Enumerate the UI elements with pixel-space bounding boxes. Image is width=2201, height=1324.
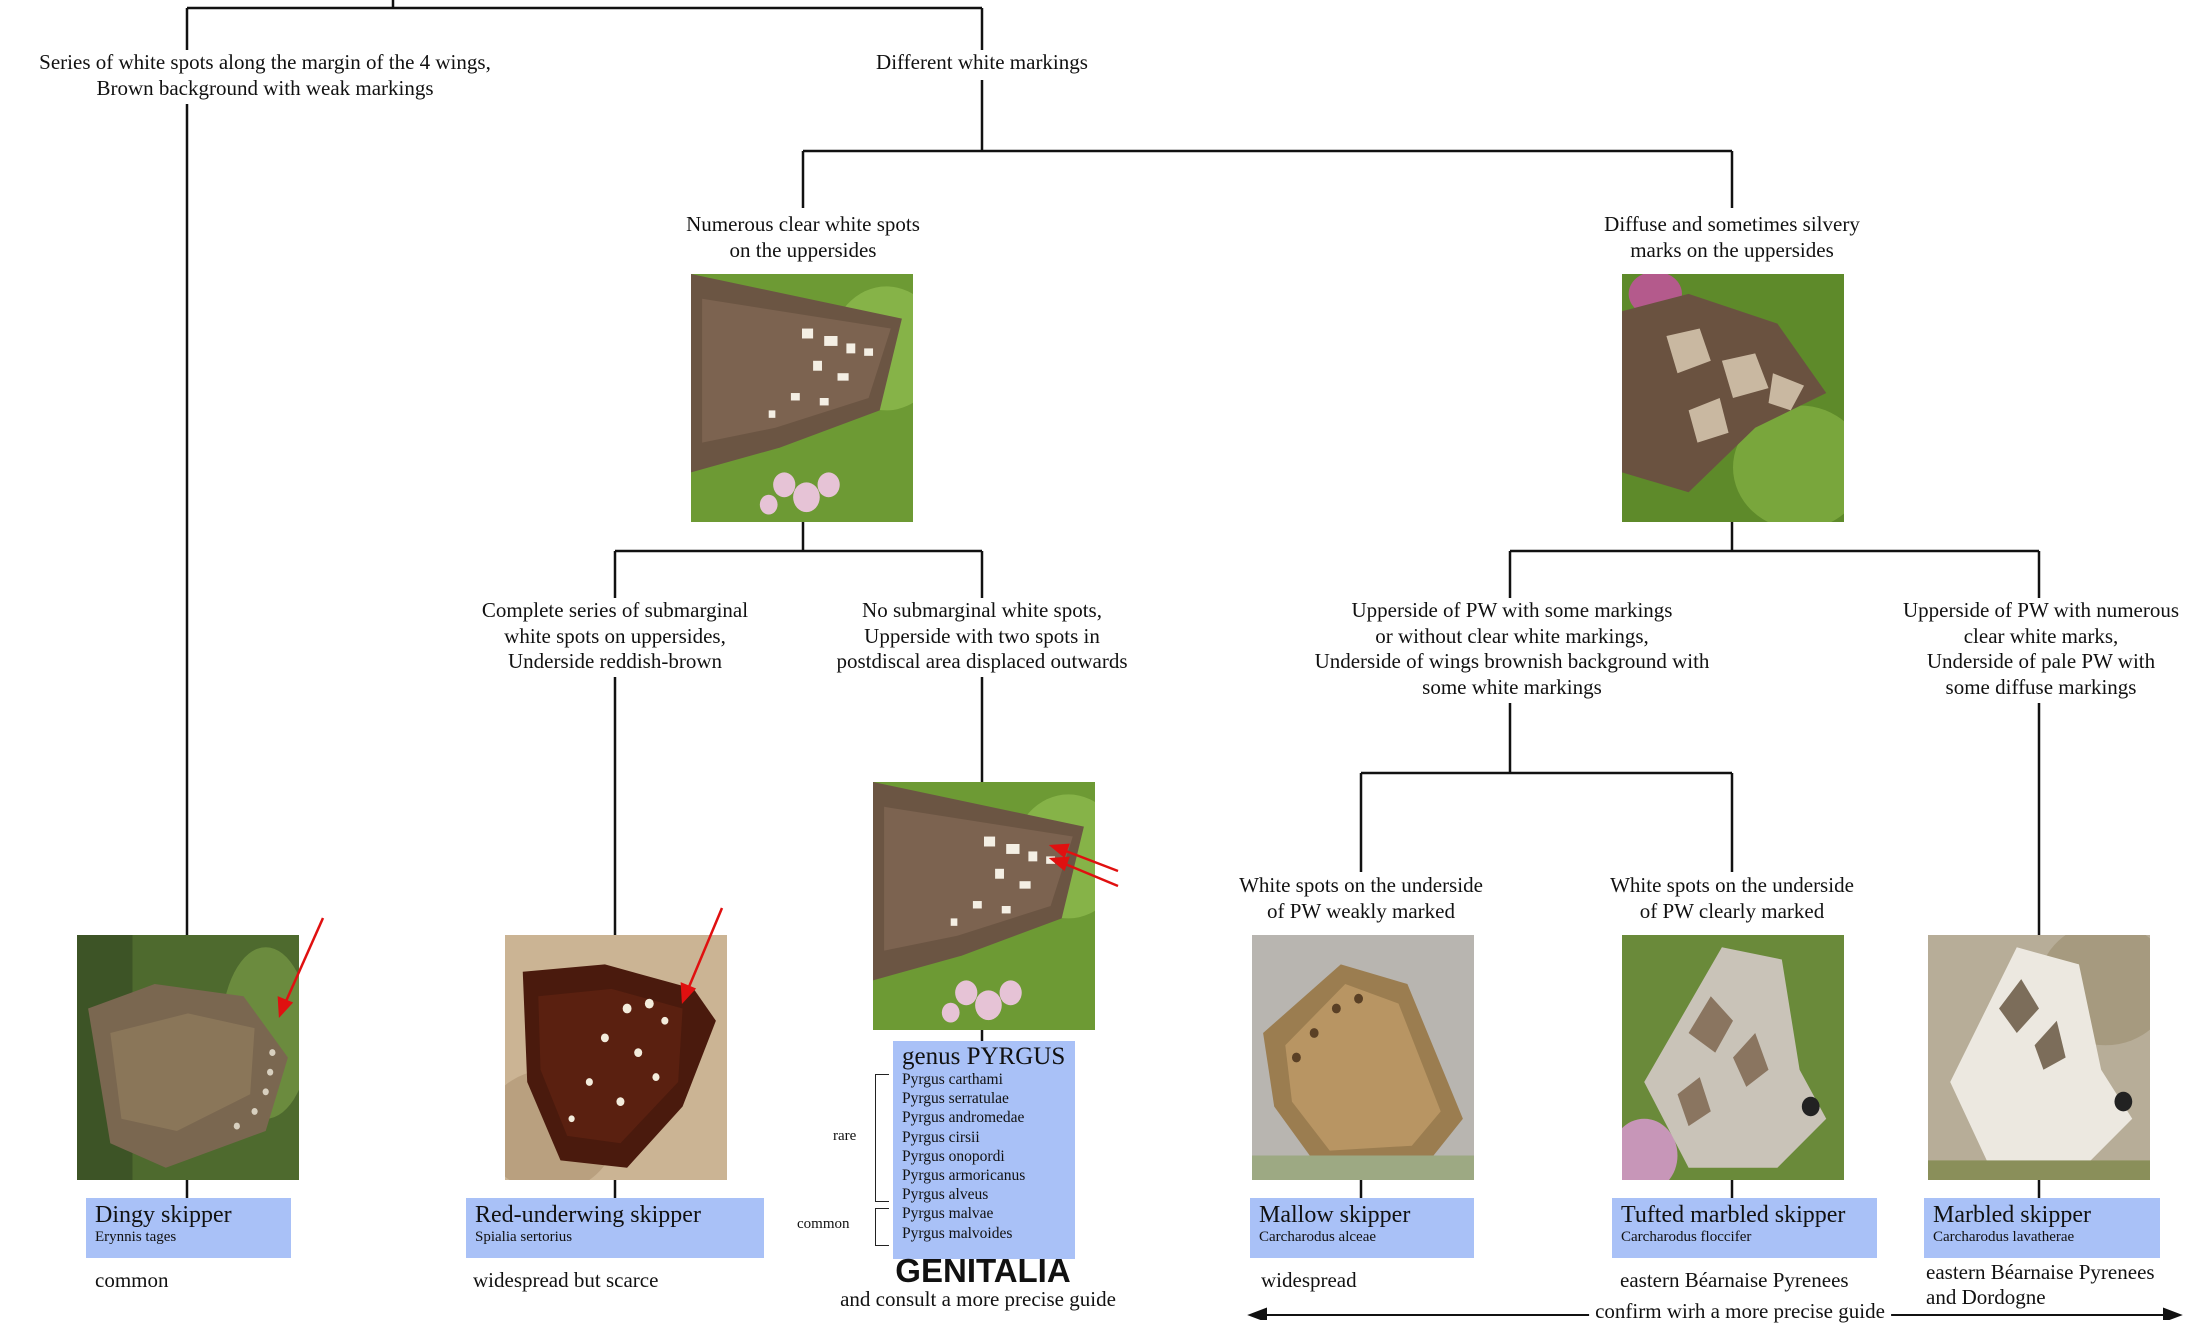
common-label: common — [797, 1216, 850, 1232]
photo-marbled-skipper — [1928, 935, 2150, 1180]
red-underwing-arrow — [684, 907, 724, 995]
common-bracket — [875, 1208, 889, 1246]
status-marbled-skipper: eastern Béarnaise Pyrenees and Dordogne — [1926, 1260, 2155, 1309]
rare-label: rare — [833, 1128, 857, 1144]
species-tufted-marbled-skipper: Tufted marbled skipper Carcharodus flocc… — [1612, 1198, 1877, 1258]
species-mallow-skipper: Mallow skipper Carcharodus alceae — [1250, 1198, 1474, 1258]
pyrgus-arrow-1 — [1057, 846, 1119, 873]
status-red-underwing-skipper: widespread but scarce — [473, 1268, 659, 1292]
genus-pyrgus-title: genus PYRGUS — [902, 1043, 1066, 1070]
node-different-markings: Different white markings — [876, 50, 1088, 74]
species-red-underwing-skipper: Red-underwing skipper Spialia sertorius — [466, 1198, 764, 1258]
confirm-guide-text: confirm wirh a more precise guide — [1589, 1299, 1891, 1324]
node-numerous-spots: Numerous clear white spots on the uppers… — [686, 212, 920, 262]
status-tufted-marbled-skipper: eastern Béarnaise Pyrenees — [1620, 1268, 1849, 1292]
node-numerous-marks: Upperside of PW with numerous clear whit… — [1902, 598, 2180, 699]
node-no-submarginal: No submarginal white spots, Upperside wi… — [836, 598, 1128, 673]
genitalia-label: GENITALIA — [895, 1252, 1071, 1289]
node-complete-series: Complete series of submarginal white spo… — [481, 598, 749, 673]
photo-red-underwing-skipper — [505, 935, 727, 1180]
status-mallow-skipper: widespread — [1261, 1268, 1357, 1292]
genus-pyrgus-box: genus PYRGUS Pyrgus carthami Pyrgus serr… — [893, 1041, 1075, 1259]
species-marbled-skipper: Marbled skipper Carcharodus lavatherae — [1924, 1198, 2160, 1258]
species-dingy-skipper: Dingy skipper Erynnis tages — [86, 1198, 291, 1258]
rare-bracket — [875, 1074, 889, 1202]
photo-tufted-marbled-skipper — [1622, 935, 1844, 1180]
photo-pyrgus — [873, 782, 1095, 1030]
node-diffuse-marks: Diffuse and sometimes silvery marks on t… — [1604, 212, 1860, 262]
dingy-arrow — [281, 917, 325, 1009]
node-clearly-marked: White spots on the underside of PW clear… — [1610, 873, 1854, 923]
photo-dingy-skipper — [77, 935, 299, 1180]
photo-numerous-spots — [691, 274, 913, 522]
node-some-markings: Upperside of PW with some markings or wi… — [1314, 598, 1710, 699]
photo-diffuse-marks — [1622, 274, 1844, 522]
photo-mallow-skipper — [1252, 935, 1474, 1180]
node-series-white-spots: Series of white spots along the margin o… — [39, 50, 491, 100]
pyrgus-arrow-2 — [1057, 859, 1119, 888]
status-dingy-skipper: common — [95, 1268, 169, 1292]
node-weakly-marked: White spots on the underside of PW weakl… — [1239, 873, 1483, 923]
consult-guide-text: and consult a more precise guide — [840, 1287, 1116, 1311]
